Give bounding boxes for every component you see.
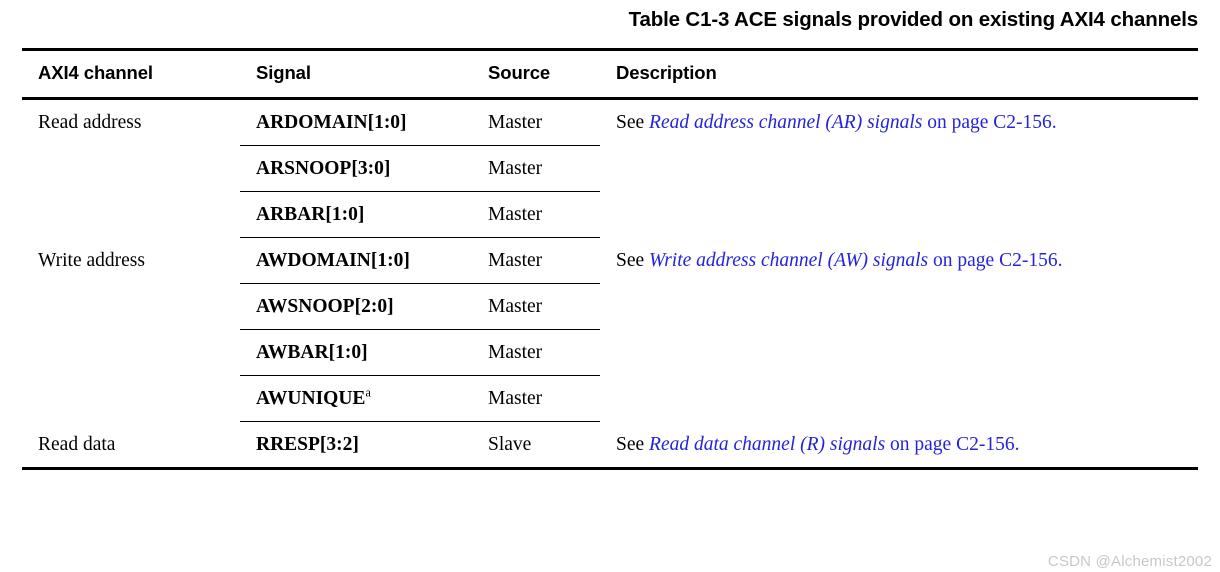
cell-source: Master — [484, 145, 600, 192]
cell-signal: AWSNOOP[2:0] — [240, 283, 484, 330]
cell-signal: ARSNOOP[3:0] — [240, 145, 484, 192]
cell-source: Master — [484, 329, 600, 376]
column-header-signal: Signal — [240, 48, 484, 100]
cell-axi4-channel: Write address — [38, 249, 145, 271]
cross-reference-page[interactable]: on page C2-156. — [885, 433, 1020, 455]
cross-reference-link[interactable]: Write address channel (AW) signals — [649, 249, 929, 271]
header-row: AXI4 channel Signal Source Description — [22, 48, 1198, 100]
table-row: AWBAR[1:0] Master — [22, 329, 1198, 376]
signal-name: ARBAR[1:0] — [256, 204, 365, 225]
signal-name: ARSNOOP[3:0] — [256, 158, 391, 179]
cell-source: Master — [484, 191, 600, 238]
cell-source: Master — [484, 375, 600, 422]
signal-name: AWUNIQUE — [256, 388, 366, 409]
signal-name: RRESP[3:2] — [256, 434, 359, 455]
watermark: CSDN @Alchemist2002 — [1047, 553, 1212, 570]
description-prefix: See — [616, 433, 650, 455]
table-row: Write address AWDOMAIN[1:0] Master See Writ… — [22, 237, 1198, 284]
cell-description: See Read address channel (AR) signals on… — [600, 99, 1198, 238]
table-caption: Table C1-3 ACE signals provided on exist… — [628, 8, 1199, 31]
cell-axi4-channel: Read data — [22, 421, 240, 470]
cell-signal: ARDOMAIN[1:0] — [240, 98, 484, 146]
cell-signal: AWBAR[1:0] — [240, 329, 484, 376]
cell-source: Slave — [484, 421, 600, 470]
cell-signal: ARBAR[1:0] — [240, 191, 484, 238]
signal-name: AWBAR[1:0] — [256, 342, 368, 363]
description-prefix: See — [616, 112, 650, 133]
column-header-axi4-channel: AXI4 channel — [22, 48, 240, 100]
table-row: ARBAR[1:0] Master — [22, 191, 1198, 238]
cross-reference-link[interactable]: Read address channel (AR) signals — [649, 112, 923, 133]
signal-name: AWDOMAIN[1:0] — [256, 250, 410, 271]
cell-axi4-channel: Read address — [38, 112, 142, 133]
table-row: ARSNOOP[3:0] Master — [22, 145, 1198, 192]
table-row: AWSNOOP[2:0] Master — [22, 283, 1198, 330]
signal-name: AWSNOOP[2:0] — [256, 296, 394, 317]
signal-name: ARDOMAIN[1:0] — [256, 112, 407, 133]
cell-signal: AWUNIQUEa — [240, 375, 484, 422]
cell-source: Master — [484, 98, 600, 146]
cross-reference-link[interactable]: Read data channel (R) signals — [649, 433, 886, 455]
ace-signals-table: AXI4 channel Signal Source Description R… — [22, 48, 1198, 470]
table-header: AXI4 channel Signal Source Description — [22, 48, 1198, 100]
signals-table-container: AXI4 channel Signal Source Description R… — [22, 48, 1198, 470]
cell-source: Master — [484, 283, 600, 330]
cross-reference-page[interactable]: on page C2-156. — [928, 249, 1063, 271]
cell-signal: RRESP[3:2] — [240, 421, 484, 470]
cell-source: Master — [484, 237, 600, 284]
column-header-source: Source — [484, 48, 600, 100]
column-header-description: Description — [600, 48, 1198, 100]
table-row: Read address ARDOMAIN[1:0] Master See Read … — [22, 98, 1198, 146]
cell-description: See Write address channel (AW) signals o… — [600, 238, 1198, 422]
cell-description: See Read data channel (R) signals on pag… — [600, 421, 1198, 470]
cross-reference-page[interactable]: on page C2-156. — [922, 112, 1057, 133]
description-prefix: See — [616, 249, 650, 271]
cell-signal: AWDOMAIN[1:0] — [240, 237, 484, 284]
footnote-marker: a — [365, 385, 371, 400]
